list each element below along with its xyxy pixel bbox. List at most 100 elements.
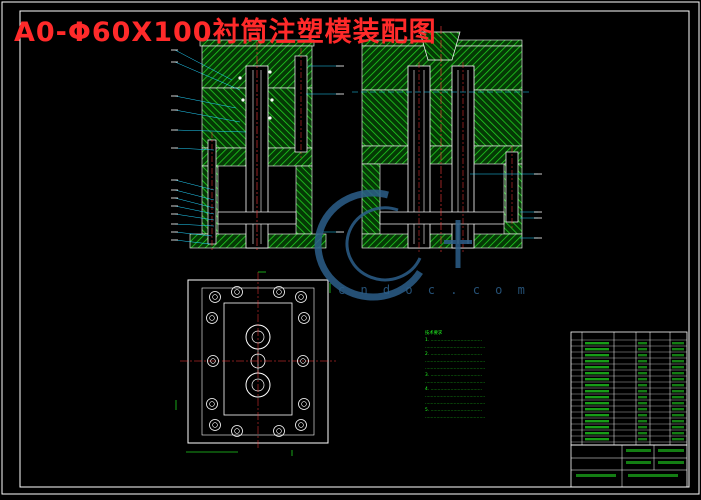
technical-requirements: 技术要求 1. ……………………………… …………………………………… 2. …… [425,330,505,421]
inner-frame [19,10,690,488]
parts-entry-mark [672,348,684,351]
leader-line [174,239,211,245]
tech-line: …………………………………… [425,359,486,364]
bolt-hole [298,398,310,410]
parts-entry-mark [638,432,647,435]
bolt-hole [209,419,221,431]
parts-entry-mark [585,426,609,429]
bolt-hole-inner [276,428,282,434]
title-box [570,444,688,488]
parts-entry-mark [638,414,647,417]
parts-entry-mark [585,390,609,393]
leader-line [174,95,237,109]
tech-line: 1. ……………………………… [425,338,483,343]
bolt-hole [297,355,309,367]
bolt-hole-inner [234,289,240,295]
parts-entry-mark [672,396,684,399]
leader-line [174,197,215,209]
parts-entry-mark [672,408,684,411]
parts-entry-mark [638,378,647,381]
parts-entry-mark [585,420,609,423]
title-entry-mark [658,449,684,452]
leader-line [174,49,233,81]
bolt-hole-inner [298,294,304,300]
parts-entry-mark [585,396,609,399]
parts-entry-mark [585,402,609,405]
bolt-hole-inner [212,422,218,428]
parts-entry-mark [585,366,609,369]
parts-entry-mark [672,366,684,369]
part-balloon-dot [268,70,272,74]
plan-bolt-holes [206,286,310,437]
title-block [570,331,688,488]
parts-entry-mark [585,342,609,345]
parts-entry-mark [638,342,647,345]
parts-entry-mark [638,360,647,363]
leader-lines-right [470,173,542,239]
parts-entry-mark [672,378,684,381]
watermark-text: c n d o c . c o m [338,283,529,297]
tech-line: 5. ……………………………… [425,408,483,413]
parts-entry-mark [672,372,684,375]
bolt-hole [273,286,285,298]
parts-entry-mark [672,384,684,387]
parts-entry-mark [672,390,684,393]
parts-entry-mark [672,354,684,357]
parts-entry-mark [638,396,647,399]
bolt-hole [206,312,218,324]
sprue-bushing [419,31,461,61]
bolt-hole-inner [298,422,304,428]
leader-line [174,213,215,221]
parts-entry-mark [585,360,609,363]
spacer-block-right [295,165,313,235]
parts-entry-mark [638,402,647,405]
bolt-hole [295,291,307,303]
bolt-hole-inner [209,401,215,407]
parts-entry-mark [585,384,609,387]
bolt-hole [209,291,221,303]
parts-entry-mark [672,402,684,405]
tech-heading: 技术要求 [425,331,443,336]
parts-entry-mark [638,438,647,441]
cavity-plate [361,89,523,147]
parts-entry-mark [672,432,684,435]
parts-entry-mark [672,426,684,429]
tech-line: 4. ……………………………… [425,387,483,392]
bolt-hole [207,355,219,367]
title-entry-mark [626,449,651,452]
parts-entry-mark [638,354,647,357]
tech-line: …………………………………… [425,415,486,420]
core-plate [361,145,523,165]
parts-entry-mark [672,414,684,417]
leader-line [174,205,215,215]
parts-list-entries [585,342,684,441]
leader-line [174,231,213,237]
bolt-hole [206,398,218,410]
leader-line [174,109,241,123]
bolt-hole [295,419,307,431]
watermark-logo [314,189,472,301]
parts-entry-mark [638,420,647,423]
parts-entry-mark [638,384,647,387]
bolt-hole-inner [234,428,240,434]
bolt-hole [231,286,243,298]
parts-entry-mark [672,420,684,423]
leader-line [174,61,241,91]
title-block-entries [576,449,684,477]
part-balloon-dot [238,76,242,80]
part-balloon-dot [270,98,274,102]
bolt-hole [273,425,285,437]
title-entry-mark [576,474,616,477]
bolt-hole-inner [301,401,307,407]
tech-line: 3. ……………………………… [425,373,483,378]
part-balloon-dot [268,116,272,120]
tech-line: 2. ……………………………… [425,352,483,357]
parts-entry-mark [585,378,609,381]
leader-lines-left-view-right [306,65,344,233]
parts-entry-mark [585,408,609,411]
bolt-hole-inner [300,358,306,364]
parts-entry-mark [585,348,609,351]
parts-entry-mark [638,390,647,393]
